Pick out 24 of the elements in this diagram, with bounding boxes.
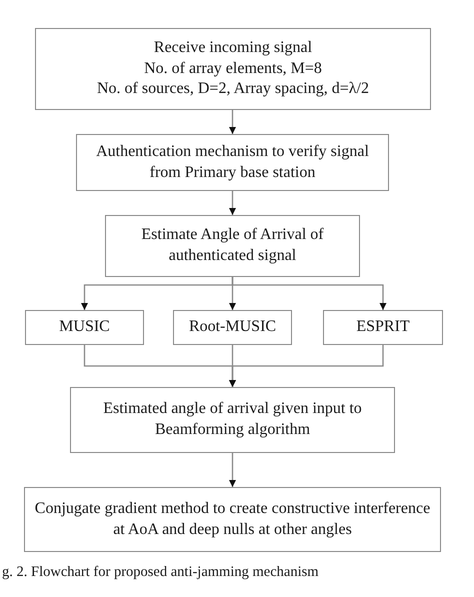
process-box: [25, 310, 144, 345]
arrow: [229, 345, 384, 387]
process-box: [35, 28, 431, 110]
box-text: Conjugate gradient method to create constructive interference at AoA and deep nulls at other angles: [34, 498, 432, 540]
box-text: No. of sources, D=2, Array spacing, d=λ/2: [97, 79, 369, 100]
box-text: Receive incoming signal: [154, 38, 312, 58]
process-box: [24, 487, 441, 552]
arrow: [229, 453, 236, 487]
process-box: [70, 387, 395, 453]
process-box: [323, 310, 443, 345]
box-text: Estimate Angle of Arrival of authenticated signal: [140, 225, 325, 266]
box-text: Root-MUSIC: [188, 317, 276, 338]
box-text: No. of array elements, M=8: [144, 58, 322, 79]
figure-caption: g. 2. Flowchart for proposed anti-jamming mechanism: [2, 564, 319, 581]
process-box: [173, 310, 292, 345]
box-text: Authentication mechanism to verify signal from Primary base station: [95, 142, 370, 182]
arrow: [232, 277, 386, 310]
box-text: Estimated angle of arrival given input to Beamforming algorithm: [102, 399, 363, 440]
process-box: [105, 215, 360, 277]
box-text: MUSIC: [59, 317, 110, 338]
box-text: ESPRIT: [356, 317, 410, 338]
arrow: [229, 191, 236, 215]
process-box: [76, 134, 389, 191]
arrow: [229, 110, 236, 134]
